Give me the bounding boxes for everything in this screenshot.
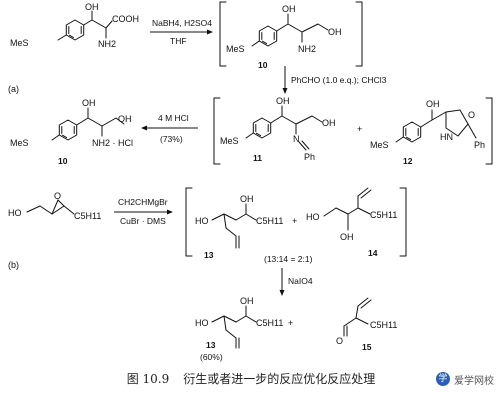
reagent-step4-top: CH2CHMgBr (118, 197, 168, 207)
compound-10-hcl-salt: OH OH NH2 · HCl MeS 10 (10, 98, 133, 166)
arrow-step1: NaBH4, H2SO4 THF (150, 18, 213, 46)
bracket-left (213, 97, 221, 165)
figure-title: 衍生或者进一步的反应优化反应处理 (183, 372, 376, 386)
reagent-step1-top: NaBH4, H2SO4 (152, 18, 212, 28)
figure-number: 图 10.9 (126, 372, 170, 386)
mes-label: MeS (10, 138, 29, 148)
oh-label: OH (240, 296, 254, 306)
oh-label: OH (328, 27, 342, 37)
yield-13: (60%) (200, 352, 223, 362)
oh-label: OH (85, 2, 99, 12)
bracket-left (185, 187, 193, 257)
compound-12: OH O HN Ph MeS 12 (370, 99, 485, 166)
bracket-right (355, 1, 363, 67)
mes-label: MeS (10, 38, 29, 48)
c5h11-label: C5H11 (370, 320, 397, 330)
epoxide-starting-material: HO O C5H11 (8, 191, 101, 221)
o-label: O (54, 191, 61, 201)
arrow-step5: NaIO4 (279, 268, 313, 296)
reagent-step5: NaIO4 (288, 276, 313, 286)
mes-label: MeS (370, 140, 389, 150)
compound-11: OH OH N Ph MeS 11 (220, 96, 336, 163)
compound-15: O C5H11 15 (336, 297, 397, 352)
compound-label-10: 10 (258, 60, 268, 70)
bracket-left (219, 1, 227, 67)
ho-label: HO (306, 212, 320, 222)
oh-label: OH (340, 232, 354, 242)
nh2-label: NH2 (98, 39, 116, 49)
arrow-step4: CH2CHMgBr CuBr · DMS (114, 197, 173, 226)
oh-label: OH (322, 118, 336, 128)
o-label: O (336, 336, 343, 346)
ho-label: HO (8, 208, 22, 218)
reagent-step3-bottom: (73%) (160, 134, 183, 144)
c5h11-label: C5H11 (256, 318, 283, 328)
ph-label: Ph (304, 152, 315, 162)
reagent-step2: PhCHO (1.0 e.q.); CHCl3 (291, 75, 387, 85)
ho-label: HO (195, 318, 209, 328)
starting-amino-acid: OH COOH NH2 MeS (10, 2, 139, 49)
o-label: O (468, 110, 475, 120)
watermark: 学 爱学网校 (436, 368, 494, 390)
oh-label: OH (282, 4, 296, 14)
reagent-step3-top: 4 M HCl (158, 113, 189, 123)
compound-label-15: 15 (362, 342, 372, 352)
ph-label: Ph (474, 140, 485, 150)
oh-label: OH (426, 99, 440, 109)
ratio-text: (13:14 = 2:1) (264, 254, 313, 264)
reagent-step1-bottom: THF (170, 36, 187, 46)
plus-sign: + (288, 318, 293, 328)
mes-label: MeS (220, 136, 239, 146)
bracket-right (399, 187, 407, 257)
compound-label-13: 13 (206, 340, 216, 350)
nh2-hcl-label: NH2 · HCl (92, 138, 133, 148)
compound-14-intermediate: HO OH C5H11 14 (306, 187, 397, 258)
arrow-step3: 4 M HCl (73%) (141, 113, 198, 144)
compound-10-intermediate: OH OH NH2 MeS 10 (226, 4, 342, 70)
reagent-step4-bottom: CuBr · DMS (120, 216, 166, 226)
mes-label: MeS (226, 44, 245, 54)
n-label: N (293, 134, 300, 144)
compound-label-11: 11 (253, 153, 262, 163)
arrow-step2: PhCHO (1.0 e.q.); CHCl3 (282, 66, 387, 94)
oh-label: OH (82, 98, 96, 108)
hn-label: HN (440, 132, 453, 142)
oh-label: OH (240, 194, 254, 204)
oh-label: OH (276, 96, 290, 106)
compound-label-10: 10 (58, 156, 68, 166)
oh-label: OH (118, 114, 132, 124)
cooh-label: COOH (112, 14, 139, 24)
compound-13-product: HO OH C5H11 13 (60%) (195, 296, 283, 362)
ho-label: HO (195, 216, 209, 226)
plus-sign: + (357, 124, 362, 134)
compound-label-14: 14 (368, 248, 378, 258)
c5h11-label: C5H11 (256, 216, 283, 226)
c5h11-label: C5H11 (74, 211, 101, 221)
part-b-label: (b) (8, 260, 19, 270)
compound-label-13: 13 (204, 250, 214, 260)
bracket-right (485, 97, 493, 165)
plus-sign: + (292, 216, 297, 226)
watermark-text: 爱学网校 (454, 375, 494, 387)
watermark-logo-icon: 学 (436, 372, 450, 386)
compound-label-12: 12 (403, 156, 413, 166)
figure-caption: 图 10.9 衍生或者进一步的反应优化反应处理 (0, 370, 502, 392)
compound-13-intermediate: HO OH C5H11 13 (195, 194, 283, 260)
nh2-label: NH2 (298, 44, 316, 54)
c5h11-label: C5H11 (370, 210, 397, 220)
part-a-label: (a) (8, 84, 19, 94)
